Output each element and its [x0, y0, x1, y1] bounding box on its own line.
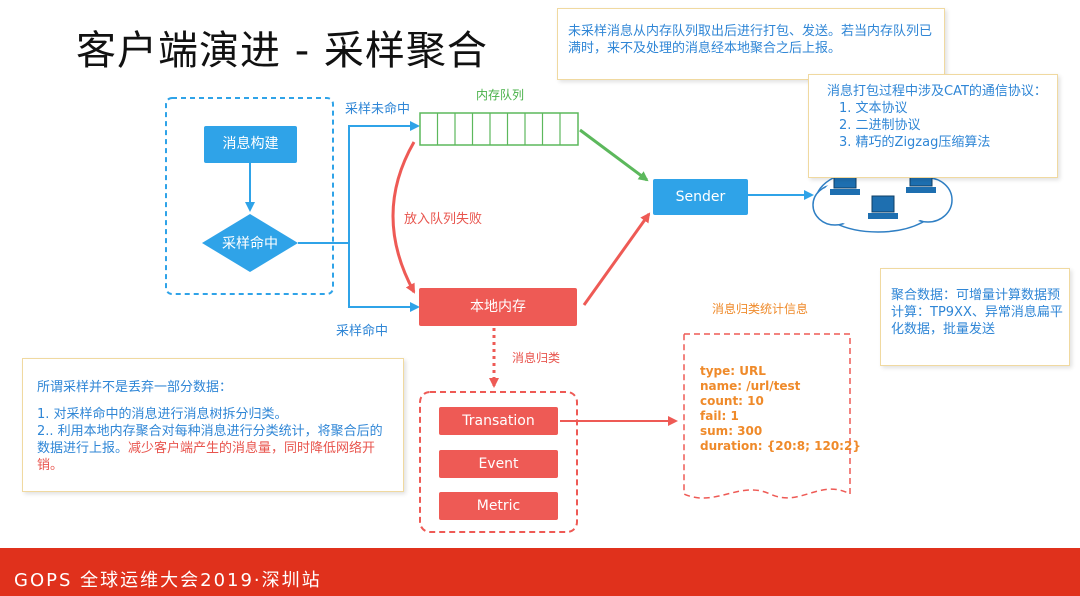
- callout-queue-note: 未采样消息从内存队列取出后进行打包、发送。若当内存队列已满时，来不及处理的消息经…: [557, 8, 945, 80]
- memory-queue: [419, 112, 579, 146]
- sampling-hit-edge-label: 采样命中: [336, 324, 389, 339]
- stats-title: 消息归类统计信息: [712, 302, 809, 316]
- message-build-box: 消息构建: [204, 126, 297, 163]
- memory-queue-label: 内存队列: [476, 88, 525, 102]
- client-container: [165, 97, 334, 295]
- stats-document: [683, 333, 851, 499]
- stats-line: name: /url/test: [700, 379, 801, 393]
- sender-box: Sender: [653, 179, 748, 215]
- footer-text: GOPS 全球运维大会2019·深圳站: [14, 570, 322, 591]
- transation-box: Transation: [439, 407, 558, 435]
- sampling-miss-label: 采样未命中: [345, 102, 411, 117]
- miss-to-queue-arrow: [298, 121, 420, 244]
- sampling-hit-label: 采样命中: [222, 236, 278, 252]
- sampling-intro: 所谓采样并不是丢弃一部分数据：: [37, 380, 233, 395]
- diagram-canvas: [165, 97, 953, 533]
- hit-to-local-arrow: [348, 243, 420, 312]
- stats-line: duration: {20:8; 120:2}: [700, 439, 861, 453]
- queue-fail-arrow: [391, 141, 416, 294]
- protocol-item: 3. 精巧的Zigzag压缩算法: [839, 135, 991, 150]
- classified-container: [419, 391, 578, 533]
- metric-box: Metric: [439, 492, 558, 520]
- local-to-sender-arrow: [582, 212, 651, 306]
- sampling-decision-diamond: [202, 214, 298, 272]
- sampling-point-1: 1. 对采样命中的消息进行消息树拆分归类。: [37, 407, 288, 422]
- protocol-title: 消息打包过程中涉及CAT的通信协议：: [827, 84, 1047, 99]
- classify-label: 消息归类: [512, 351, 561, 365]
- sampling-point-2: 2.. 利用本地内存聚合对每种消息进行分类统计，将聚合后的数据进行上报。: [37, 424, 383, 456]
- callout-protocol-note: 消息打包过程中涉及CAT的通信协议： 1. 文本协议 2. 二进制协议 3. 精…: [808, 74, 1058, 178]
- footer-bar: [0, 548, 1080, 596]
- stats-line: fail: 1: [700, 409, 739, 423]
- local-memory-box: 本地内存: [419, 288, 577, 326]
- stats-line: sum: 300: [700, 424, 763, 438]
- protocol-item: 1. 文本协议: [839, 101, 908, 116]
- protocol-item: 2. 二进制协议: [839, 118, 921, 133]
- queue-fail-label: 放入队列失败: [404, 212, 483, 227]
- stats-list: type: URL name: /url/test count: 10 fail…: [700, 364, 861, 454]
- stats-line: count: 10: [700, 394, 764, 408]
- callout-sampling-note: 所谓采样并不是丢弃一部分数据： 1. 对采样命中的消息进行消息树拆分归类。 2.…: [22, 358, 404, 492]
- sampling-point-2-highlight: 减少客户端产生的消息量，同时降低网络开销。: [37, 441, 376, 473]
- event-box: Event: [439, 450, 558, 478]
- stats-line: type: URL: [700, 364, 766, 378]
- page-title: 客户端演进 - 采样聚合: [76, 28, 488, 74]
- queue-to-sender-arrow: [579, 128, 649, 182]
- computer-icon: [868, 195, 898, 219]
- callout-aggregate-note: 聚合数据：可增量计算数据预计算：TP9XX、异常消息扁平化数据，批量发送: [880, 268, 1070, 366]
